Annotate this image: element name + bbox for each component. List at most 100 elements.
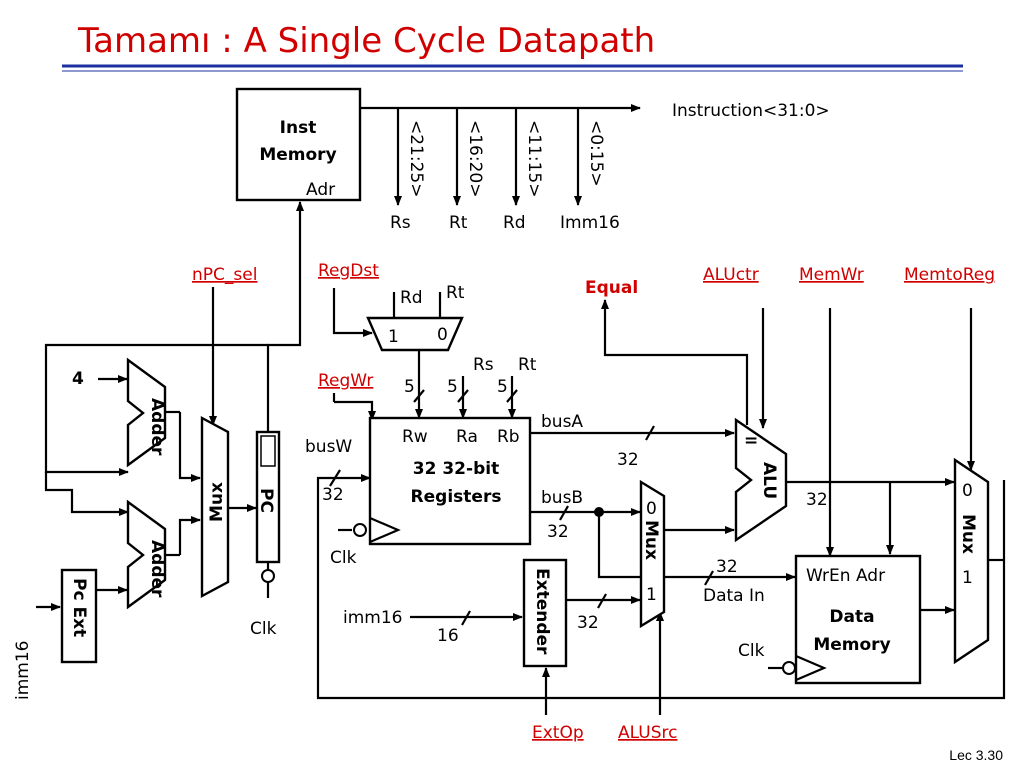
width-ra: 5 [447,377,458,397]
pc-feedback-2 [44,472,129,516]
data-in-width: 32 [716,557,738,577]
regdst-sel-0: 0 [437,325,448,345]
pc-label: PC [256,488,276,513]
regdst-mux [366,316,464,352]
width-rw: 5 [404,377,415,397]
busw-slash [329,469,341,487]
field-name-rt: Rt [449,213,468,233]
busw-width: 32 [322,485,344,505]
busb-label: busB [541,488,583,508]
ctl-equal: Equal [585,278,638,298]
alu-eq: = [744,431,758,451]
alu-out-width: 32 [806,490,828,510]
slash-rw [413,389,425,403]
regfile-rs-label: Rs [473,355,494,375]
regfile-rw: Rw [402,427,428,447]
alusrc-mux-label: Mux [641,520,661,560]
busa-label: busA [541,412,583,432]
ctl-npc-sel: nPC_sel [192,265,257,285]
data-memory-box [794,554,922,685]
field-range-rd: <11:15> [524,120,544,197]
memtoreg-mux-label: Mux [958,514,978,554]
data-in-label: Data In [703,586,765,606]
adder-top-to-mux [178,412,201,482]
regdst-in-rt: Rt [446,283,465,303]
regdst-in-rd: Rd [400,288,423,308]
regdst-sel-1: 1 [388,327,399,347]
instruction-bus-label: Instruction<31:0> [672,101,830,121]
four-label: 4 [72,369,84,389]
pc-clk: Clk [250,619,277,639]
pc-clk-bubble [261,569,275,583]
adder-top [126,357,167,468]
slash-ra [457,389,469,403]
regfile-rt-label: Rt [518,355,537,375]
ext-slash [597,593,607,609]
adder-bottom-label: Adder [147,540,167,598]
pc-register-inner [260,435,276,467]
imm16-width: 16 [437,626,459,646]
regfile-label-1: 32 32-bit [413,459,499,479]
regfile-rb: Rb [497,427,520,447]
pc-ext-imm16: imm16 [13,641,33,700]
field-name-rd: Rd [503,213,526,233]
regwr-line-2 [334,400,376,421]
equal-line [601,299,749,425]
adder-bottom [126,499,167,610]
extender-box [522,558,568,668]
inst-memory-label-2: Memory [259,145,336,165]
imm16-ext-label: imm16 [343,608,402,628]
alu-label: ALU [759,462,779,499]
inst-memory-label-1: Inst [280,118,317,138]
field-range-rt: <16:20> [465,120,485,197]
memtoreg-sel-0: 0 [962,481,973,501]
alu [734,417,788,543]
ctl-memtoreg: MemtoReg [904,265,995,285]
field-range-rs: <21:25> [406,120,426,197]
memtoreg-mux [953,457,990,665]
regfile-clk-bubble [353,523,367,537]
pc-ext-box [60,568,98,664]
data-memory-label-1: Data [829,607,874,627]
footer: Lec 3.30 [949,747,1003,763]
memtoreg-sel-1: 1 [962,568,973,588]
ctl-regwr: RegWr [318,371,373,391]
npc-mux-label: Mux [207,482,227,522]
busa-slash [645,425,655,441]
adder-bottom-to-mux [178,516,201,555]
data-in-slash [704,570,714,586]
regfile-clk-triangle [369,516,401,544]
extender-label: Extender [532,568,552,655]
page-title: Tamamı : A Single Cycle Datapath [77,21,655,61]
pc-to-imem [266,201,304,432]
npc-mux [200,415,230,599]
dmem-clk-triangle [795,654,827,682]
data-in-wire [597,512,796,581]
busw-label: busW [305,437,352,457]
pc-ext-label: Pc Ext [69,578,89,637]
dmem-clk-bubble [782,661,796,675]
data-memory-ports: WrEn Adr [806,566,885,586]
regfile-ra: Ra [456,427,478,447]
ctl-aluctr: ALUctr [703,265,759,285]
inst-memory-adr: Adr [306,180,335,200]
imm16-slash [461,610,471,626]
busb-width: 32 [547,522,569,542]
ext-width: 32 [577,613,599,633]
field-name-imm: Imm16 [560,213,620,233]
ctl-extop: ExtOp [532,723,584,743]
ctl-memwr: MemWr [799,265,864,285]
inst-memory-box [235,87,362,202]
dmem-clk: Clk [738,641,765,661]
field-name-rs: Rs [390,213,411,233]
regdst-line [332,288,373,337]
regfile-clk: Clk [330,548,357,568]
adder-top-label: Adder [147,398,167,456]
data-memory-label-2: Memory [813,635,890,655]
ctl-alusrc: ALUSrc [618,723,677,743]
busa-width: 32 [617,450,639,470]
alusrc-sel-0: 0 [646,499,657,519]
regfile-label-2: Registers [411,487,502,507]
alusrc-sel-1: 1 [646,585,657,605]
